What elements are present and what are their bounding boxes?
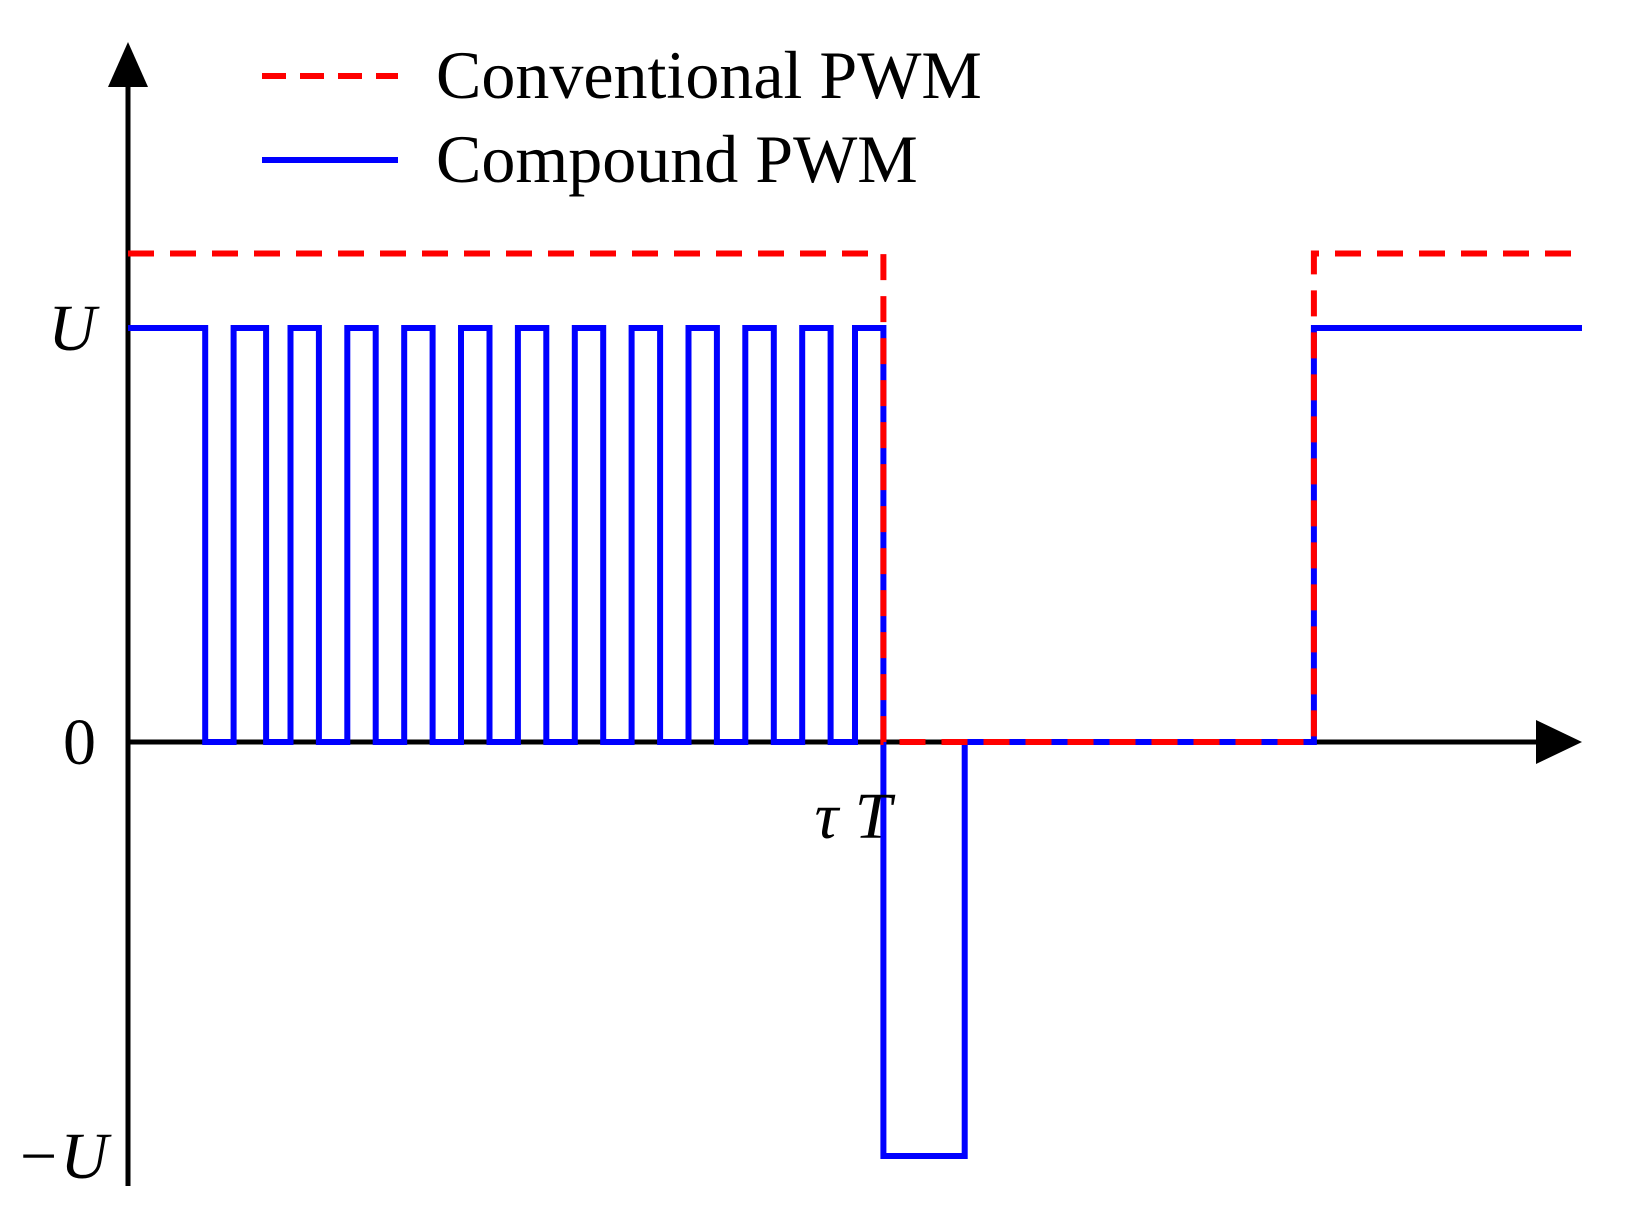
legend-label-conventional: Conventional PWM xyxy=(436,37,982,113)
series-line-conventional-pwm xyxy=(128,250,1582,745)
series-line-compound-pwm xyxy=(128,325,1582,1159)
legend: Conventional PWM Compound PWM xyxy=(262,37,982,197)
axes xyxy=(108,42,1582,1186)
x-axis-arrow-icon xyxy=(1536,720,1582,764)
y-tick-label-u: U xyxy=(48,292,100,365)
y-axis-arrow-icon xyxy=(108,42,148,87)
tick-labels: U 0 −U τ T xyxy=(16,292,896,1193)
legend-label-compound: Compound PWM xyxy=(436,121,918,197)
x-tick-label-tau-t: τ T xyxy=(815,780,896,853)
y-tick-label-neg-u: −U xyxy=(16,1120,113,1193)
series-layer xyxy=(128,250,1582,1159)
y-tick-label-zero: 0 xyxy=(63,706,96,779)
